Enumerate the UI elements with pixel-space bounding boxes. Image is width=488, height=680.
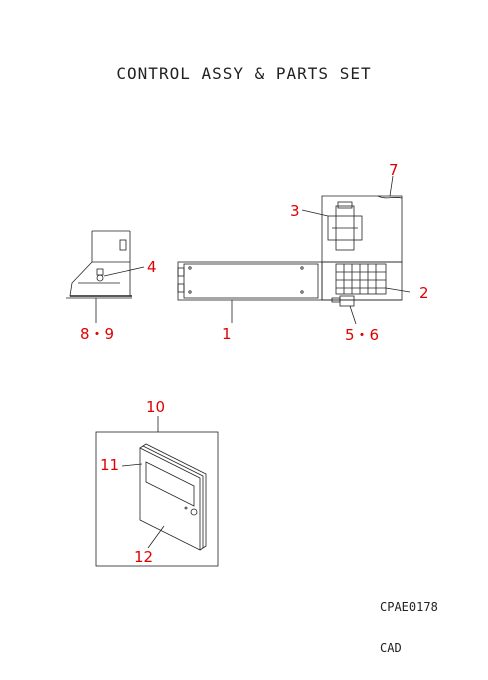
terminal-block — [321, 261, 403, 307]
label-part-8-9: 8・9 — [80, 325, 114, 343]
label-part-2: 2 — [419, 284, 429, 302]
diagram-title: CONTROL ASSY & PARTS SET — [116, 64, 372, 83]
remote-controller — [95, 431, 219, 567]
label-part-4: 4 — [147, 258, 157, 276]
leader-lines — [95, 175, 411, 549]
label-part-12: 12 — [134, 548, 153, 566]
label-part-1: 1 — [222, 325, 232, 343]
label-part-11: 11 — [100, 456, 119, 474]
label-part-3: 3 — [290, 202, 300, 220]
source-label: CAD — [380, 641, 402, 655]
label-part-5-6: 5・6 — [345, 326, 379, 344]
mounting-bracket — [66, 230, 132, 299]
drawing-code: CPAE0178 — [380, 600, 438, 614]
control-box — [321, 195, 403, 263]
label-part-10: 10 — [146, 398, 165, 416]
label-part-7: 7 — [389, 161, 399, 179]
control-pcb-plate — [177, 261, 323, 301]
